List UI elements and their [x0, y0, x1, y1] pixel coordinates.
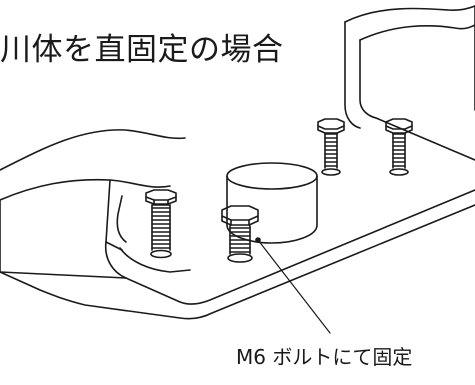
plate-inner-fold — [119, 247, 191, 273]
left-break-line-top — [0, 129, 186, 171]
left-break-line-bottom — [0, 178, 171, 201]
leader-line — [257, 239, 331, 334]
right-wall — [344, 21, 361, 129]
plate-left-fold — [0, 241, 127, 279]
plate-top-back — [116, 195, 127, 243]
right-wall-inner — [359, 39, 377, 119]
bolt-back-center — [317, 118, 345, 176]
page-title: 川体を直固定の場合 — [0, 32, 284, 68]
right-break-line-top — [344, 5, 475, 23]
plate-bottom-front — [0, 204, 475, 320]
bolt-center — [221, 205, 259, 263]
bolt-left — [145, 189, 177, 259]
cylinder-top — [226, 162, 318, 190]
plate-top-right — [375, 117, 475, 161]
plate-top-front — [125, 189, 475, 305]
bolt-back-right — [385, 118, 413, 176]
right-break-line-bottom — [359, 24, 475, 41]
left-wall — [104, 179, 127, 279]
bolt-callout-label: M6 ボルトにて固定 — [236, 345, 413, 369]
